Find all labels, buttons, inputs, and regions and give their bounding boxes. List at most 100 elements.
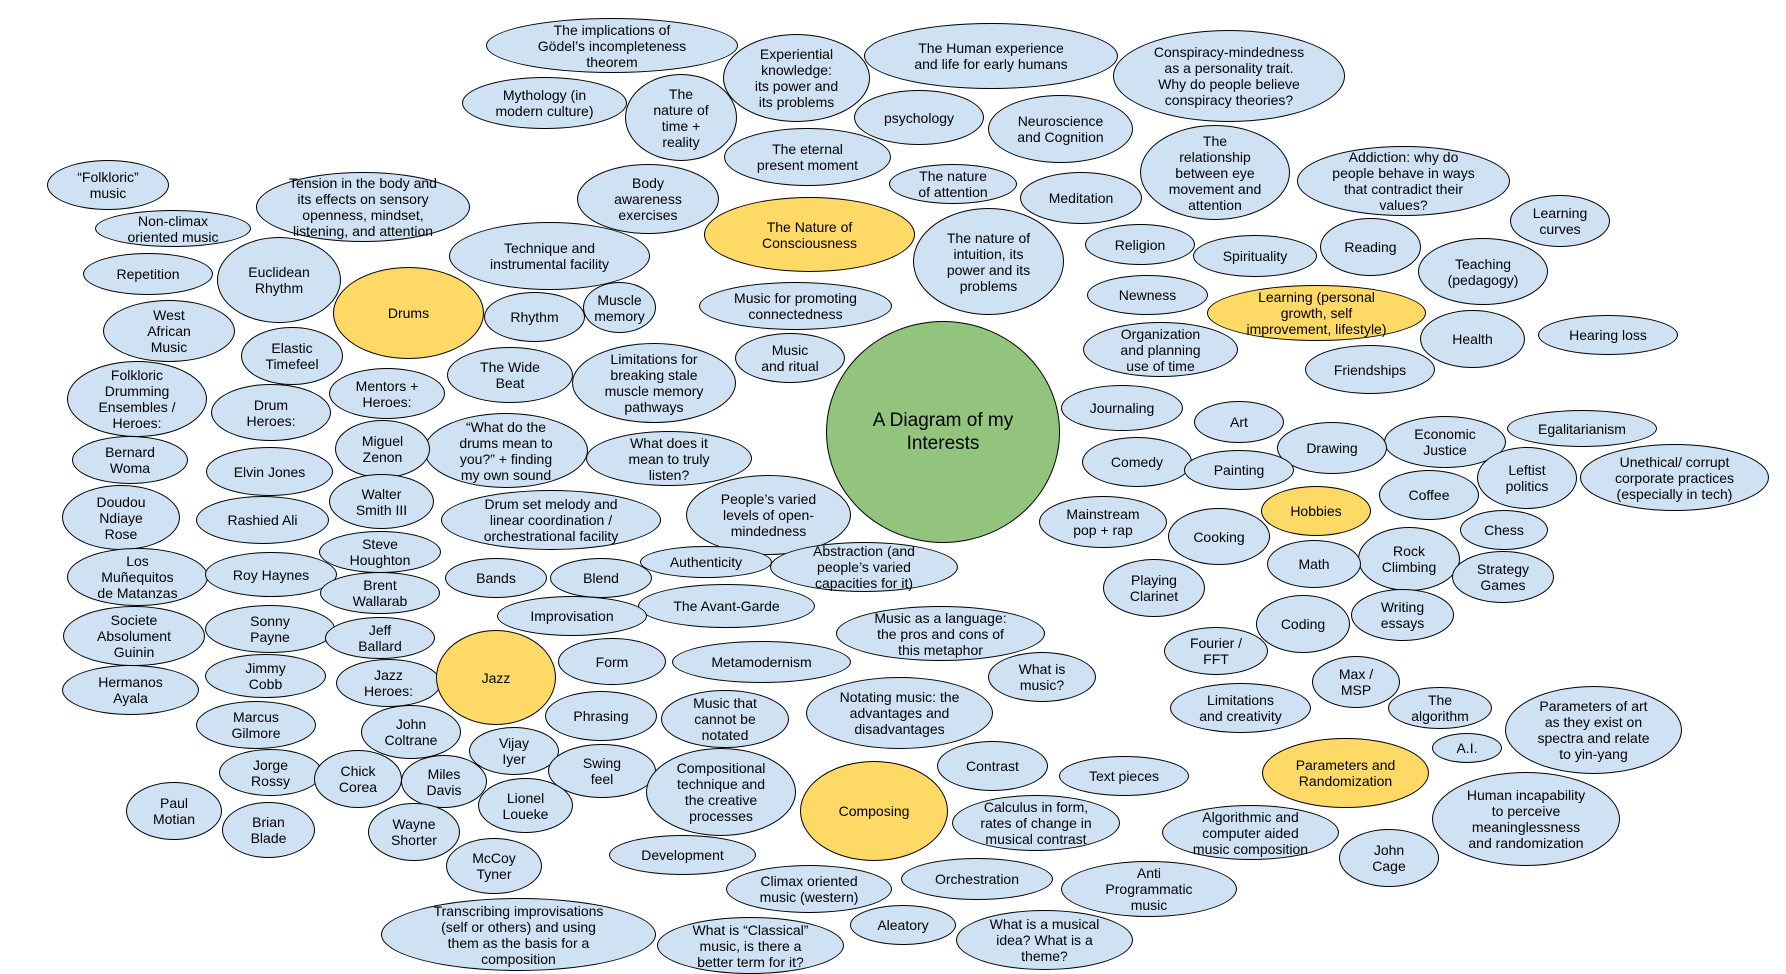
topic-john-coltrane: John Coltrane bbox=[361, 705, 461, 759]
topic-elvin: Elvin Jones bbox=[206, 447, 333, 496]
topic-euclidean: Euclidean Rhythm bbox=[217, 237, 341, 323]
topic-body-awareness: Body awareness exercises bbox=[577, 164, 719, 234]
topic-coffee: Coffee bbox=[1379, 470, 1479, 520]
topic-brian: Brian Blade bbox=[222, 802, 315, 858]
topic-orchestration: Orchestration bbox=[901, 858, 1053, 900]
topic-reading: Reading bbox=[1320, 218, 1421, 276]
topic-vijay: Vijay Iyer bbox=[469, 727, 559, 775]
topic-technique: Technique and instrumental facility bbox=[449, 222, 650, 290]
topic-newness: Newness bbox=[1087, 275, 1208, 315]
topic-health: Health bbox=[1420, 310, 1525, 368]
topic-organization: Organization and planning use of time bbox=[1083, 322, 1238, 377]
topic-rashied: Rashied Ali bbox=[196, 496, 329, 544]
topic-drawing: Drawing bbox=[1277, 422, 1387, 474]
topic-development: Development bbox=[609, 835, 756, 875]
topic-music-ritual: Music and ritual bbox=[735, 333, 845, 383]
topic-nature-attention: The nature of attention bbox=[889, 164, 1017, 204]
topic-intuition: The nature of intuition, its power and i… bbox=[913, 208, 1064, 315]
topic-authenticity: Authenticity bbox=[640, 546, 772, 578]
topic-rock-climbing: Rock Climbing bbox=[1358, 527, 1460, 591]
topic-societe: Societe Absolument Guinin bbox=[63, 606, 205, 666]
topic-muscle-memory: Muscle memory bbox=[583, 282, 656, 333]
topic-mainstream: Mainstream pop + rap bbox=[1039, 496, 1167, 548]
topic-miguel: Miguel Zenon bbox=[335, 420, 430, 478]
topic-hermanos: Hermanos Ayala bbox=[62, 665, 199, 715]
topic-folkloric-ensembles: Folkloric Drumming Ensembles / Heroes: bbox=[67, 361, 207, 437]
topic-human-experience: The Human experience and life for early … bbox=[864, 23, 1118, 89]
category-consciousness: The Nature of Consciousness bbox=[704, 197, 915, 272]
topic-teaching: Teaching (pedagogy) bbox=[1418, 238, 1548, 305]
topic-repetition: Repetition bbox=[83, 253, 213, 295]
category-learning: Learning (personal growth, self improvem… bbox=[1207, 285, 1426, 341]
topic-eternal-present: The eternal present moment bbox=[724, 128, 891, 186]
topic-jimmy: Jimmy Cobb bbox=[205, 654, 326, 698]
category-drums: Drums bbox=[333, 267, 484, 359]
topic-connectedness: Music for promoting connectedness bbox=[699, 282, 892, 330]
topic-jazz-heroes: Jazz Heroes: bbox=[336, 659, 441, 707]
topic-limitations-creativity: Limitations and creativity bbox=[1170, 683, 1311, 733]
topic-abstraction: Abstraction (and people’s varied capacit… bbox=[770, 542, 958, 592]
topic-chick: Chick Corea bbox=[314, 750, 402, 808]
topic-miles: Miles Davis bbox=[401, 755, 487, 808]
topic-form: Form bbox=[558, 638, 666, 685]
topic-psychology: psychology bbox=[854, 90, 984, 145]
topic-comedy: Comedy bbox=[1082, 437, 1192, 487]
topic-munequitos: Los Muñequitos de Matanzas bbox=[67, 548, 208, 606]
topic-what-music: What is music? bbox=[988, 652, 1096, 702]
topic-meditation: Meditation bbox=[1020, 172, 1142, 224]
topic-improvisation: Improvisation bbox=[497, 596, 647, 636]
category-hobbies: Hobbies bbox=[1261, 486, 1371, 536]
topic-john-cage: John Cage bbox=[1339, 829, 1439, 887]
topic-not-notated: Music that cannot be notated bbox=[661, 690, 789, 748]
topic-human-incapability: Human incapability to perceive meaningle… bbox=[1432, 772, 1620, 866]
topic-elastic: Elastic Timefeel bbox=[241, 327, 343, 385]
topic-friendships: Friendships bbox=[1305, 345, 1435, 394]
topic-math: Math bbox=[1267, 540, 1361, 588]
topic-marcus: Marcus Gilmore bbox=[196, 701, 316, 749]
topic-unethical: Unethical/ corrupt corporate practices (… bbox=[1580, 444, 1769, 511]
topic-addiction: Addiction: why do people behave in ways … bbox=[1297, 146, 1510, 216]
topic-fourier: Fourier / FFT bbox=[1164, 627, 1268, 675]
topic-tension: Tension in the body and its effects on s… bbox=[256, 172, 470, 242]
topic-calculus: Calculus in form, rates of change in mus… bbox=[952, 795, 1120, 851]
topic-jeff: Jeff Ballard bbox=[325, 617, 435, 659]
topic-cooking: Cooking bbox=[1168, 508, 1270, 565]
topic-folkloric-music: “Folkloric” music bbox=[47, 160, 169, 210]
topic-notating: Notating music: the advantages and disad… bbox=[806, 677, 993, 749]
topic-open-mindedness: People’s varied levels of open- mindedne… bbox=[686, 475, 851, 555]
topic-eye-movement: The relationship between eye movement an… bbox=[1140, 125, 1290, 220]
topic-roy: Roy Haynes bbox=[205, 552, 337, 597]
topic-learning-curves: Learning curves bbox=[1510, 195, 1610, 247]
topic-sonny: Sonny Payne bbox=[205, 605, 335, 653]
topic-aleatory: Aleatory bbox=[850, 905, 956, 945]
topic-contrast: Contrast bbox=[937, 741, 1048, 791]
topic-transcribing: Transcribing improvisations (self or oth… bbox=[381, 898, 656, 971]
topic-egalitarianism: Egalitarianism bbox=[1507, 410, 1657, 447]
topic-muscle-pathways: Limitations for breaking stale muscle me… bbox=[572, 343, 736, 423]
topic-spirituality: Spirituality bbox=[1193, 235, 1317, 277]
topic-steve: Steve Houghton bbox=[319, 531, 441, 573]
topic-text-pieces: Text pieces bbox=[1059, 756, 1189, 796]
topic-hearing-loss: Hearing loss bbox=[1538, 315, 1678, 355]
topic-swing: Swing feel bbox=[548, 744, 656, 798]
topic-non-climax: Non-climax oriented music bbox=[95, 210, 251, 247]
topic-mccoy: McCoy Tyner bbox=[446, 838, 542, 894]
topic-max-msp: Max / MSP bbox=[1312, 656, 1400, 708]
topic-paul: Paul Motian bbox=[126, 782, 222, 840]
topic-journaling: Journaling bbox=[1061, 385, 1183, 431]
topic-experiential: Experiential knowledge: its power and it… bbox=[723, 34, 870, 122]
topic-truly-listen: What does it mean to truly listen? bbox=[586, 431, 752, 486]
topic-bands: Bands bbox=[445, 558, 547, 598]
topic-lionel: Lionel Loueke bbox=[478, 778, 573, 833]
topic-leftist: Leftist politics bbox=[1477, 447, 1577, 509]
topic-strategy: Strategy Games bbox=[1452, 551, 1554, 603]
topic-drum-melody: Drum set melody and linear coordination … bbox=[441, 490, 661, 550]
diagram-center: A Diagram of my Interests bbox=[826, 321, 1060, 543]
category-jazz: Jazz bbox=[436, 630, 556, 725]
topic-mentors: Mentors + Heroes: bbox=[329, 368, 445, 419]
topic-jorge: Jorge Rossy bbox=[219, 749, 322, 796]
topic-blend: Blend bbox=[550, 558, 652, 598]
topic-godel: The implications of Gödel’s incompletene… bbox=[486, 18, 738, 73]
topic-drums-mean: “What do the drums mean to you?” + findi… bbox=[424, 413, 588, 488]
